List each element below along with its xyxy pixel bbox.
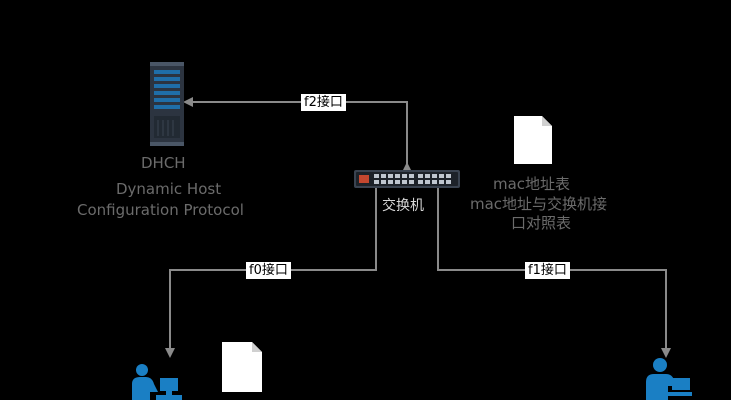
switch-icon bbox=[354, 170, 460, 188]
port-label-f0: f0接口 bbox=[246, 262, 291, 279]
mac-table-title: mac地址表 bbox=[493, 175, 571, 193]
mac-table-desc-line2: 口对照表 bbox=[511, 214, 572, 232]
server-desc-line1: Dynamic Host bbox=[116, 180, 222, 198]
user-workstation-icon bbox=[646, 358, 692, 400]
mac-table-desc-line1: mac地址与交换机接 bbox=[470, 195, 608, 213]
server-icon bbox=[150, 62, 184, 146]
port-label-f1: f1接口 bbox=[525, 262, 570, 279]
server-name: DHCH bbox=[141, 154, 186, 172]
user-workstation-icon bbox=[132, 364, 182, 400]
document-icon bbox=[514, 116, 552, 164]
port-label-f2: f2接口 bbox=[301, 94, 346, 111]
link-f2 bbox=[183, 97, 412, 172]
server-desc-line2: Configuration Protocol bbox=[77, 201, 244, 219]
switch-label: 交换机 bbox=[382, 198, 424, 214]
document-icon-pc bbox=[222, 342, 262, 392]
